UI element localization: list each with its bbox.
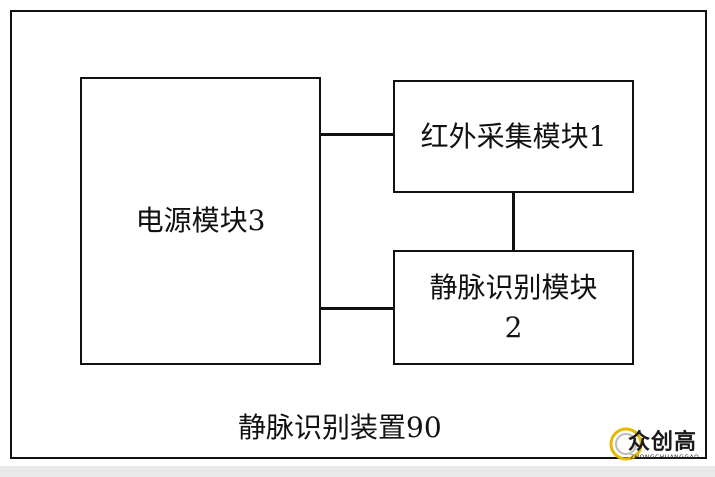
vein-module-label-line1: 静脉识别模块 — [429, 270, 598, 304]
ring-logo-icon — [609, 427, 643, 461]
bottom-strip — [0, 466, 715, 477]
connector-power-vein — [321, 307, 393, 310]
power-module-label: 电源模块3 — [135, 204, 266, 237]
vein-module-box: 静脉识别模块 2 — [393, 250, 634, 365]
connector-power-ir — [321, 133, 393, 136]
vein-module-label-line2: 2 — [504, 310, 523, 344]
device-label: 静脉识别装置90 — [238, 411, 442, 444]
watermark-logo: 众创高 ZHONGCHUANGGAO — [606, 422, 711, 472]
watermark-logo-subtext: ZHONGCHUANGGAO — [630, 454, 700, 461]
power-module-box: 电源模块3 — [80, 77, 321, 365]
ir-module-box: 红外采集模块1 — [393, 80, 634, 193]
ir-module-label: 红外采集模块1 — [420, 119, 607, 153]
connector-ir-vein — [512, 193, 515, 250]
watermark-logo-text: 众创高 — [628, 430, 698, 455]
device-frame — [10, 10, 707, 459]
